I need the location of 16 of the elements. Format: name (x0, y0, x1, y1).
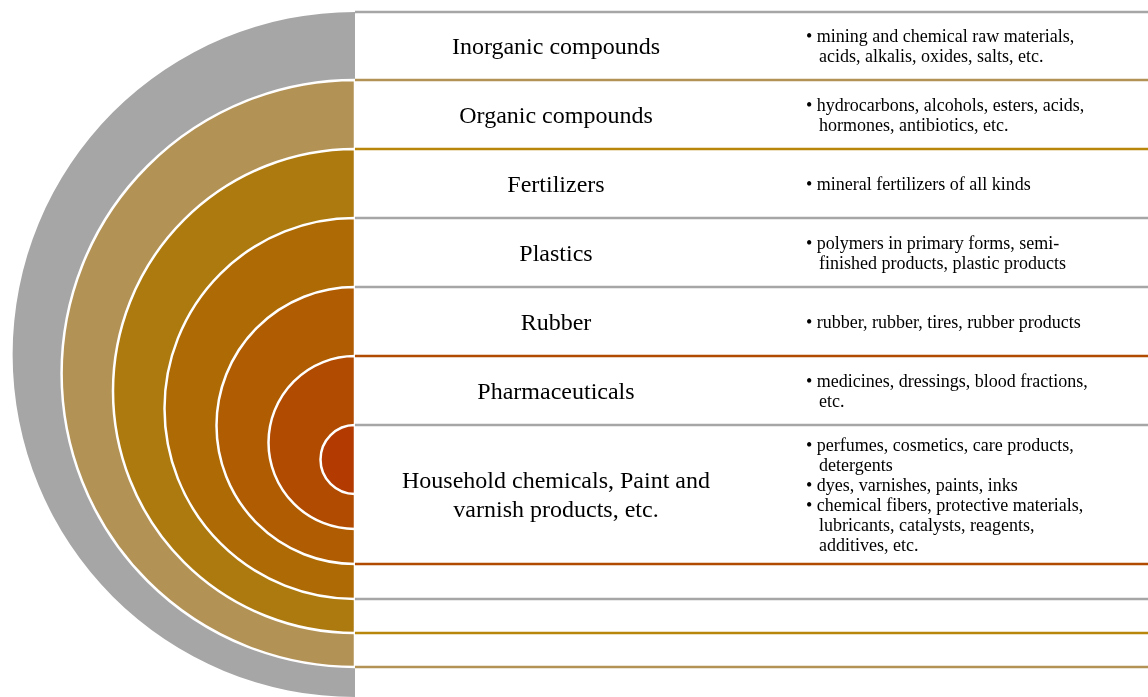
bullet-item: • hydrocarbons, alcohols, esters, acids, hormones, antibiotics, etc. (806, 95, 1086, 135)
bullet-item: • perfumes, cosmetics, care products, detergents (806, 435, 1075, 475)
category-title: Pharmaceuticals (476, 376, 636, 406)
bullet-item: • medicines, dressings, blood fractions, etc. (806, 371, 1089, 411)
category-title: Fertilizers (506, 169, 606, 199)
category-title: Organic compounds (458, 100, 654, 130)
bullet-item: • mining and chemical raw materials, acids, alkalis, oxides, salts, etc. (806, 26, 1076, 66)
bullet-item: • polymers in primary forms, semi-finished products, plastic products (806, 233, 1067, 273)
bullet-item: • rubber, rubber, tires, rubber products (806, 312, 1082, 332)
bullet-item: • mineral fertilizers of all kinds (806, 174, 1032, 194)
bullet-item: • dyes, varnishes, paints, inks (806, 475, 1019, 495)
category-title: Rubber (519, 307, 593, 337)
category-title: Household chemicals, Paint and varnish products, etc. (401, 466, 711, 524)
bullet-item: • chemical fibers, protective materials, lubricants, catalysts, reagents, additives, etc. (806, 495, 1085, 555)
category-title: Plastics (518, 238, 594, 268)
category-title: Inorganic compounds (450, 31, 662, 61)
